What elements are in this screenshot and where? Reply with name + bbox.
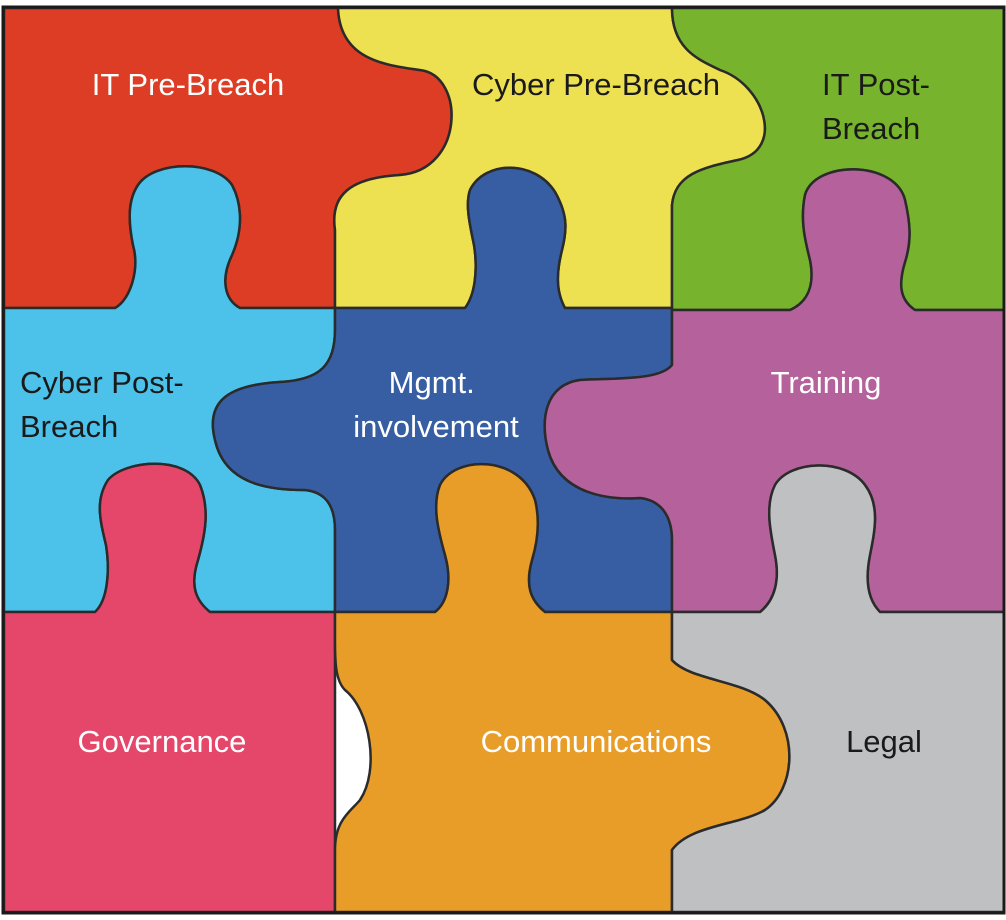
label-legal: Legal xyxy=(846,724,922,759)
piece-governance xyxy=(2,462,337,914)
label-mgmt-involvement: Mgmt. involvement xyxy=(353,365,519,444)
label-it-post-breach: IT Post- Breach xyxy=(822,67,939,146)
label-governance: Governance xyxy=(78,724,247,759)
label-training: Training xyxy=(771,365,882,400)
label-it-pre-breach: IT Pre-Breach xyxy=(92,67,284,102)
label-cyber-pre-breach: Cyber Pre-Breach xyxy=(472,67,720,102)
label-cyber-post-breach: Cyber Post- Breach xyxy=(20,365,192,444)
piece-legal xyxy=(670,464,1006,914)
label-communications: Communications xyxy=(481,724,712,759)
puzzle-frame xyxy=(1,5,1006,915)
